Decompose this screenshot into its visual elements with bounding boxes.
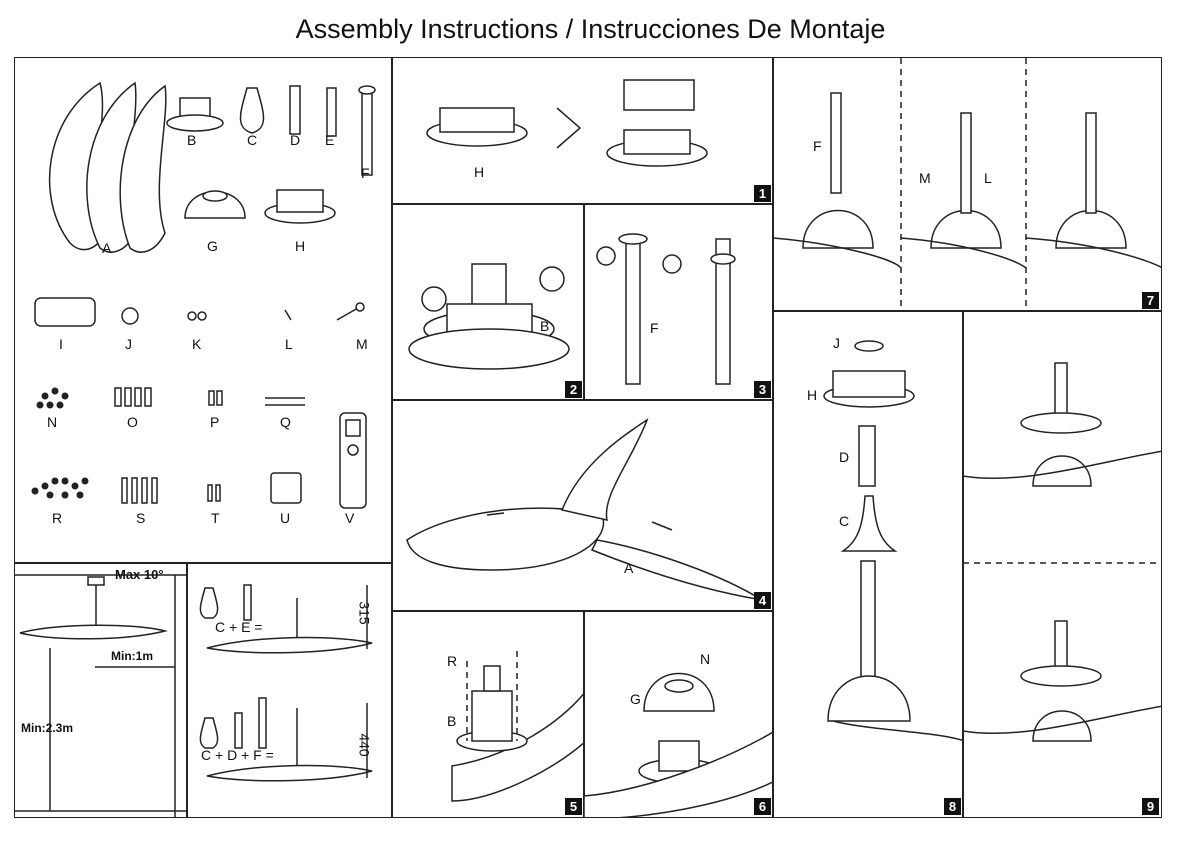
parts-illustration bbox=[31, 81, 376, 509]
step-4-illustration bbox=[406, 418, 763, 601]
step-4-part-a: A bbox=[624, 560, 634, 576]
step-5-number: 5 bbox=[565, 798, 582, 815]
part-label-q: Q bbox=[280, 414, 291, 430]
step-9-illustration bbox=[963, 362, 1161, 742]
install-height-illustration bbox=[15, 574, 187, 817]
step-3-panel: F 3 bbox=[583, 203, 774, 401]
step-3-illustration bbox=[596, 233, 736, 385]
part-label-c: C bbox=[247, 132, 258, 148]
step-2-number: 2 bbox=[565, 381, 582, 398]
page-title: Assembly Instructions / Instrucciones De… bbox=[295, 14, 886, 44]
part-label-v: V bbox=[345, 510, 355, 526]
step-7-part-m: M bbox=[919, 170, 931, 186]
combo-short-label: C + E = bbox=[215, 619, 263, 635]
part-label-t: T bbox=[211, 510, 220, 526]
step-5-panel: R B 5 bbox=[391, 610, 585, 818]
step-8-part-j: J bbox=[833, 335, 840, 351]
parts-list-panel: A B C D E F G H I J K L M N O P Q R S T … bbox=[14, 57, 393, 564]
step-6-part-g: G bbox=[630, 691, 641, 707]
part-label-e: E bbox=[325, 132, 335, 148]
step-2-illustration bbox=[408, 263, 570, 370]
part-label-m: M bbox=[356, 336, 368, 352]
step-1-illustration bbox=[426, 79, 708, 167]
step-3-part-f: F bbox=[650, 320, 659, 336]
step-5-part-b: B bbox=[447, 713, 457, 729]
part-label-f: F bbox=[361, 165, 370, 181]
step-7-number: 7 bbox=[1142, 292, 1159, 309]
step-8-illustration bbox=[823, 340, 963, 742]
downrod-options-illustration bbox=[199, 584, 373, 782]
part-label-n: N bbox=[47, 414, 58, 430]
step-8-part-h: H bbox=[807, 387, 818, 403]
step-5-illustration bbox=[451, 651, 584, 802]
step-4-panel: A 4 bbox=[391, 399, 774, 612]
min-wall-distance-label: Min:1m bbox=[111, 649, 153, 663]
part-label-d: D bbox=[290, 132, 301, 148]
step-6-illustration bbox=[584, 672, 773, 817]
step-8-part-d: D bbox=[839, 449, 850, 465]
part-label-g: G bbox=[207, 238, 218, 254]
part-label-s: S bbox=[136, 510, 146, 526]
step-7-illustration bbox=[773, 58, 1161, 311]
max-angle-label: Max 10° bbox=[115, 567, 164, 582]
part-label-a: A bbox=[102, 240, 112, 256]
part-label-k: K bbox=[192, 336, 202, 352]
part-label-h: H bbox=[295, 238, 306, 254]
part-label-b: B bbox=[187, 132, 197, 148]
step-7-panel: F M L 7 bbox=[772, 57, 1162, 312]
part-label-r: R bbox=[52, 510, 63, 526]
step-5-part-r: R bbox=[447, 653, 458, 669]
combo-long-label: C + D + F = bbox=[201, 747, 274, 763]
part-label-j: J bbox=[125, 336, 132, 352]
step-6-part-n: N bbox=[700, 651, 711, 667]
part-label-p: P bbox=[210, 414, 220, 430]
step-3-number: 3 bbox=[754, 381, 771, 398]
step-8-part-c: C bbox=[839, 513, 850, 529]
step-6-panel: N G 6 bbox=[583, 610, 774, 818]
downrod-options-panel: C + E = 315 C + D + F = 440 bbox=[186, 562, 393, 818]
part-label-i: I bbox=[59, 336, 63, 352]
step-6-number: 6 bbox=[754, 798, 771, 815]
step-2-panel: B 2 bbox=[391, 203, 585, 401]
part-label-u: U bbox=[280, 510, 291, 526]
step-8-panel: J H D C 8 bbox=[772, 310, 964, 818]
step-1-number: 1 bbox=[754, 185, 771, 202]
min-height-label: Min:2.3m bbox=[21, 721, 74, 735]
step-4-number: 4 bbox=[754, 592, 771, 609]
part-label-o: O bbox=[127, 414, 138, 430]
step-7-part-l: L bbox=[984, 170, 992, 186]
step-2-part-b: B bbox=[540, 318, 550, 334]
dim-short-label: 315 bbox=[356, 601, 373, 625]
install-requirements-panel: Max 10° Min:1m Min:2.3m bbox=[14, 562, 188, 818]
step-7-part-f: F bbox=[813, 138, 822, 154]
step-1-part-h: H bbox=[474, 164, 485, 180]
step-9-panel: 9 bbox=[962, 310, 1162, 818]
step-9-number: 9 bbox=[1142, 798, 1159, 815]
step-1-panel: H 1 bbox=[391, 57, 774, 205]
part-label-l: L bbox=[285, 336, 293, 352]
dim-long-label: 440 bbox=[356, 733, 373, 757]
step-8-number: 8 bbox=[944, 798, 961, 815]
